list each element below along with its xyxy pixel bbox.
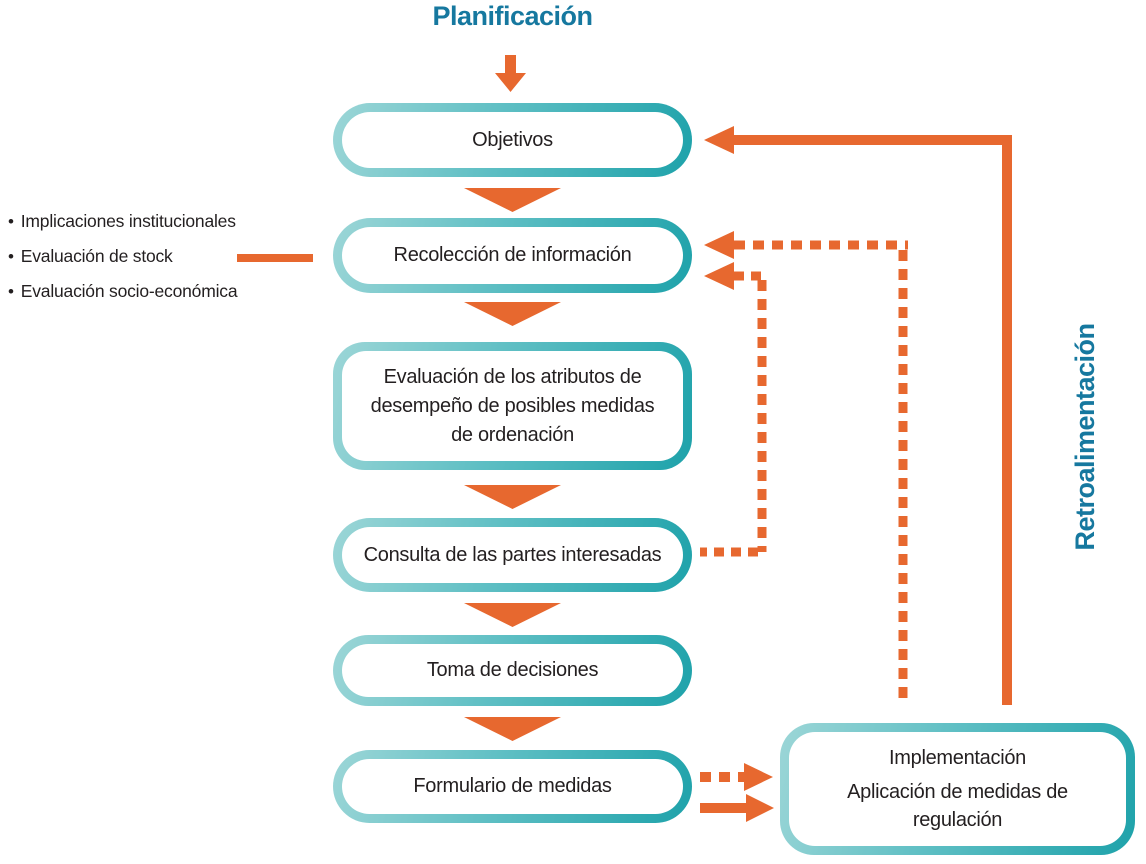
implementacion-subtitle: Aplicación de medidas de regulación xyxy=(847,781,1068,831)
flow-box-recoleccion: Recolección de información xyxy=(333,218,692,293)
flow-chevron-3 xyxy=(464,485,561,509)
page-title: Planificación xyxy=(432,1,593,31)
flow-box-toma-label: Toma de decisiones xyxy=(342,644,683,697)
bullet-icon: • xyxy=(8,212,14,231)
flow-chevron-1 xyxy=(464,188,561,212)
formulario-implementacion-dashed-arrow xyxy=(700,763,773,791)
side-note-item: • Implicaciones institucionales xyxy=(8,204,328,239)
flow-box-toma: Toma de decisiones xyxy=(333,635,692,706)
formulario-implementacion-solid-arrow xyxy=(700,794,774,822)
flow-box-formulario: Formulario de medidas xyxy=(333,750,692,823)
flow-box-consulta-label: Consulta de las partes interesadas xyxy=(342,527,683,583)
flow-box-objetivos-label: Objetivos xyxy=(342,112,683,168)
flow-box-implementacion: Implementación Aplicación de medidas de … xyxy=(780,723,1135,855)
planificacion-down-arrow xyxy=(495,55,526,92)
feedback-dashed-implementacion-arrow xyxy=(704,231,908,705)
flow-box-formulario-label: Formulario de medidas xyxy=(342,759,683,814)
flow-box-evaluacion: Evaluación de los atributos de desempeño… xyxy=(333,342,692,470)
bullet-icon: • xyxy=(8,282,14,301)
implementacion-title: Implementación xyxy=(889,747,1026,769)
side-note-item: • Evaluación socio-económica xyxy=(8,274,328,309)
side-note-item: • Evaluación de stock xyxy=(8,239,328,274)
feedback-solid-arrow xyxy=(704,126,1012,705)
side-note-text: Evaluación socio-económica xyxy=(20,281,238,301)
side-note-text: Evaluación de stock xyxy=(20,246,173,266)
feedback-dashed-consulta-arrow xyxy=(700,262,767,557)
bullet-icon: • xyxy=(8,247,14,266)
flow-chevron-5 xyxy=(464,717,561,741)
flow-chevron-2 xyxy=(464,302,561,326)
side-note-text: Implicaciones institucionales xyxy=(20,211,236,231)
flow-box-recoleccion-label: Recolección de información xyxy=(342,227,683,284)
feedback-vertical-label: Retroalimentación xyxy=(1070,323,1100,551)
side-notes-list: • Implicaciones institucionales • Evalua… xyxy=(8,204,328,309)
flow-box-objetivos: Objetivos xyxy=(333,103,692,177)
flow-box-consulta: Consulta de las partes interesadas xyxy=(333,518,692,592)
flow-box-evaluacion-label: Evaluación de los atributos de desempeño… xyxy=(370,365,655,446)
flow-chevron-4 xyxy=(464,603,561,627)
